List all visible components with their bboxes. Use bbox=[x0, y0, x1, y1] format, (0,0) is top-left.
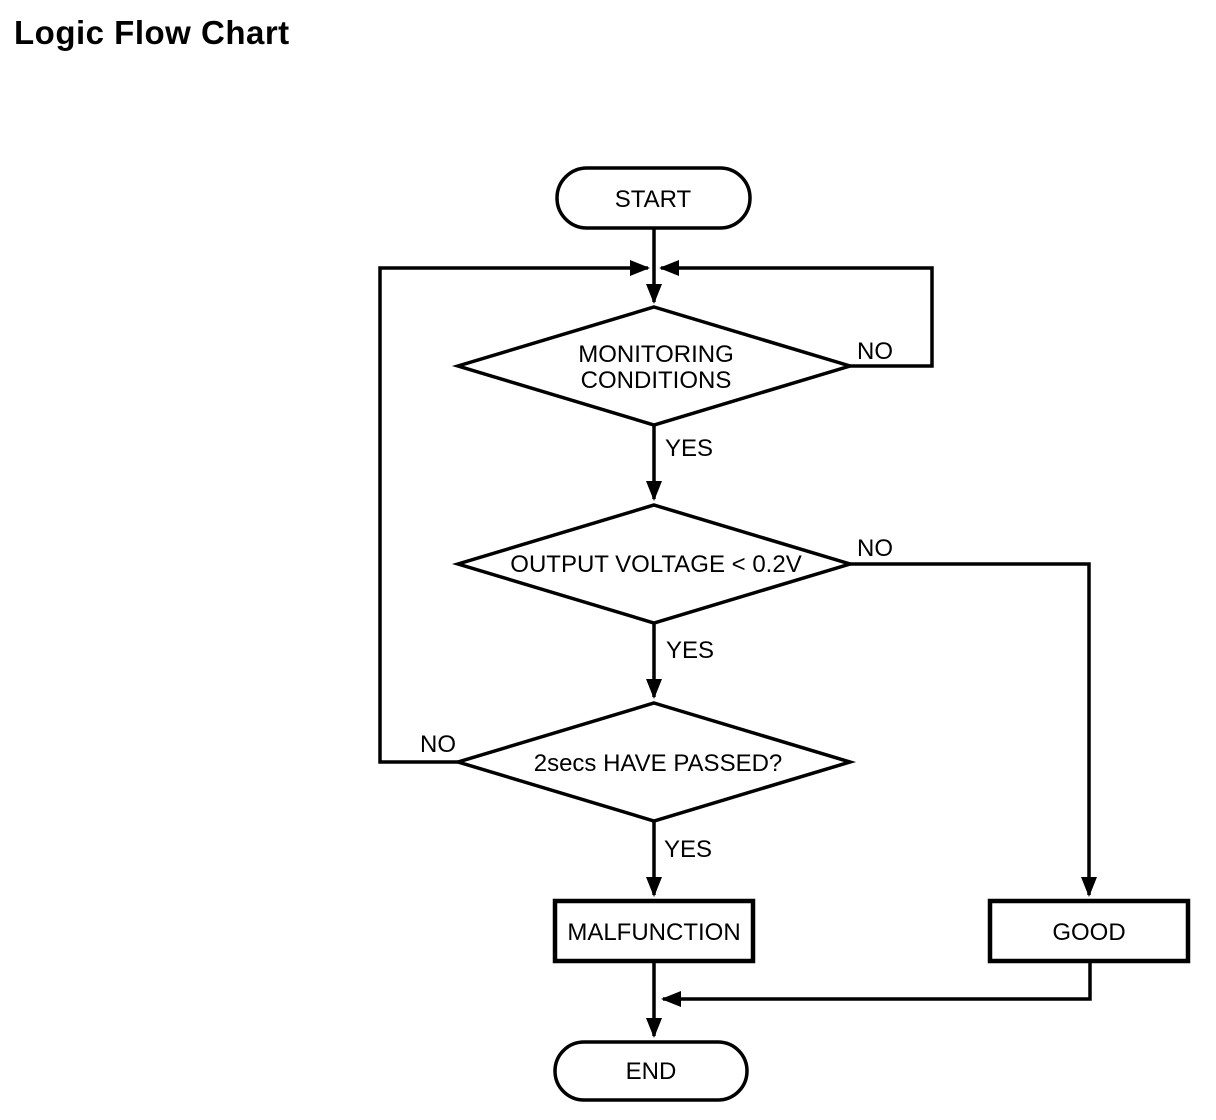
start-label: START bbox=[615, 186, 692, 213]
monitoring-label-line1: MONITORING bbox=[578, 341, 734, 368]
voltage-no-label: NO bbox=[857, 535, 893, 562]
voltage-label: OUTPUT VOLTAGE < 0.2V bbox=[510, 551, 801, 578]
voltage-yes-label: YES bbox=[666, 637, 714, 664]
timer-no-label: NO bbox=[420, 731, 456, 758]
good-label: GOOD bbox=[1052, 919, 1125, 946]
good-process bbox=[987, 898, 1191, 964]
output-voltage-decision bbox=[451, 503, 857, 625]
malfunction-process bbox=[552, 898, 756, 964]
timer-decision bbox=[451, 701, 857, 823]
edge-timer-no-loop bbox=[378, 260, 650, 764]
monitoring-conditions-decision bbox=[451, 305, 857, 427]
page-title: Logic Flow Chart bbox=[14, 14, 290, 51]
edge-monitoring-no-loop bbox=[659, 260, 934, 368]
end-terminator bbox=[553, 1040, 749, 1102]
monitoring-no-label: NO bbox=[857, 338, 893, 365]
monitoring-label-line2: CONDITIONS bbox=[581, 367, 732, 394]
timer-label: 2secs HAVE PASSED? bbox=[534, 750, 783, 777]
timer-yes-label: YES bbox=[664, 836, 712, 863]
end-label: END bbox=[626, 1058, 677, 1085]
malfunction-label: MALFUNCTION bbox=[567, 919, 740, 946]
edge-voltage-no-to-good bbox=[850, 562, 1097, 897]
edge-good-to-merge bbox=[661, 961, 1092, 1007]
monitoring-yes-label: YES bbox=[665, 435, 713, 462]
start-terminator bbox=[555, 166, 752, 230]
